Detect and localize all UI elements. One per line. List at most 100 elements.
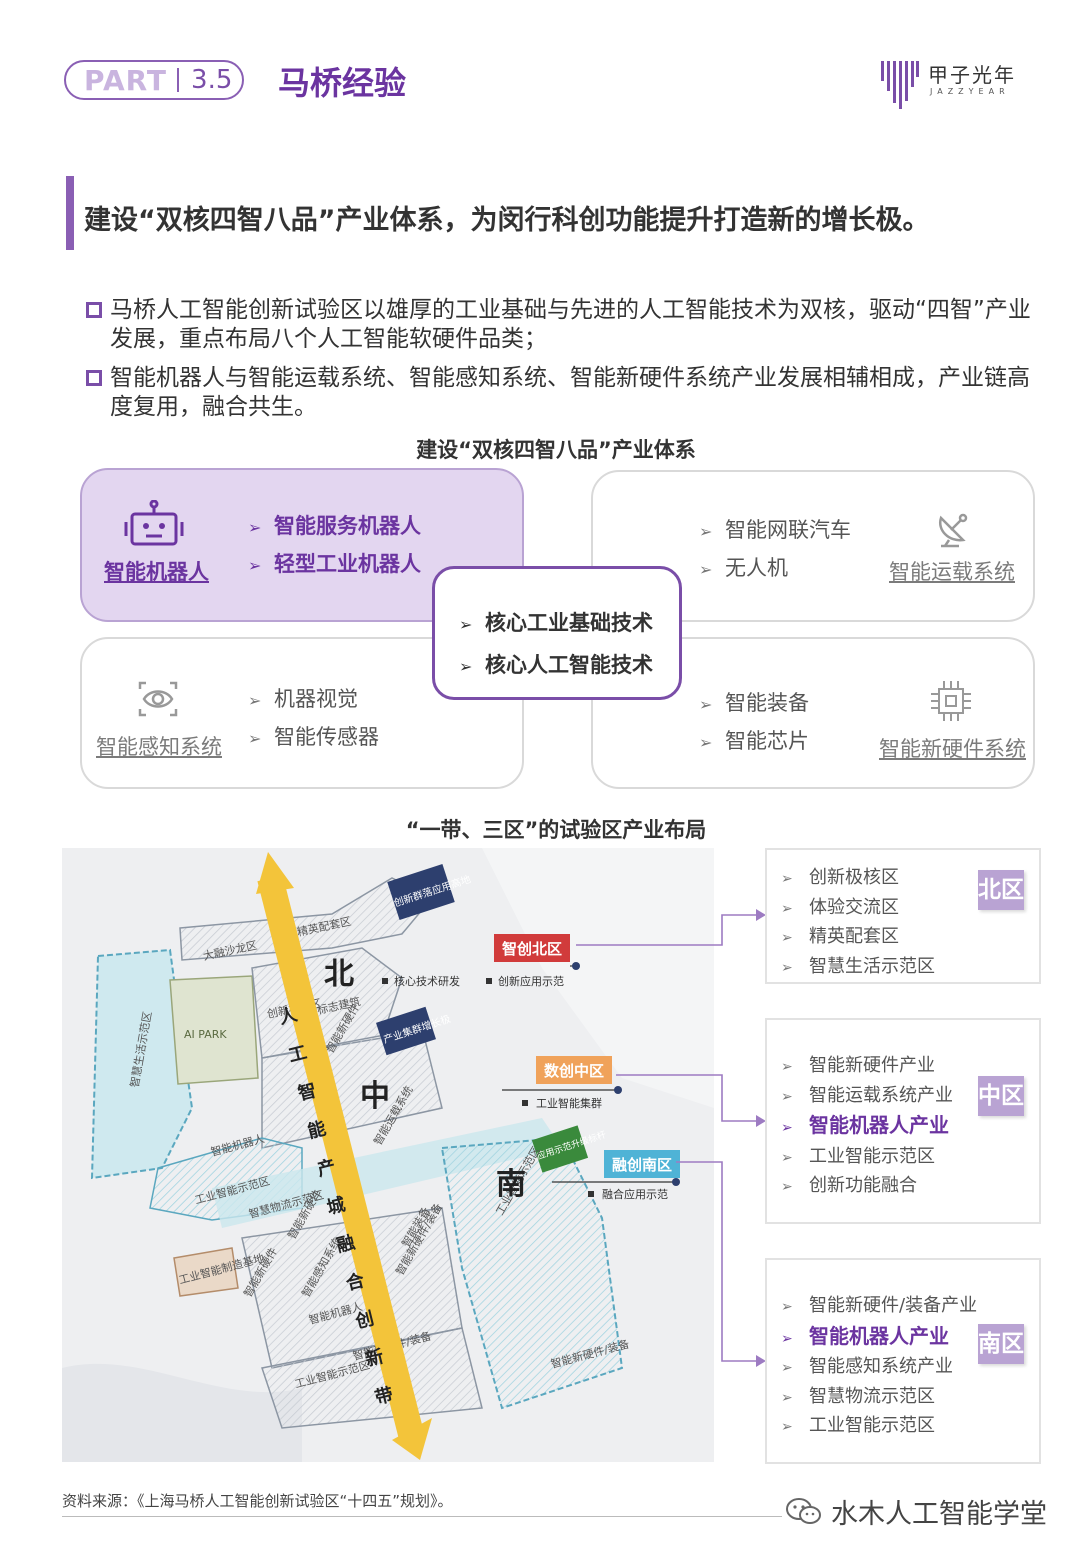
belt-char: 人 — [277, 1004, 301, 1029]
zone-item: ➢创新功能融合 — [781, 1172, 953, 1202]
zone-box-south: ➢智能新硬件/装备产业➢智能机器人产业➢智能感知系统产业➢智慧物流示范区➢工业智… — [765, 1258, 1041, 1464]
chevron-right-icon: ➢ — [699, 733, 713, 752]
map-area-label: AI PARK — [184, 1028, 227, 1041]
chevron-right-icon: ➢ — [781, 871, 793, 887]
square-bullet-icon — [86, 302, 102, 318]
chevron-right-icon: ➢ — [781, 1059, 793, 1075]
belt-char: 创 — [352, 1307, 376, 1333]
footer-divider — [62, 1516, 782, 1517]
card-label: 智能运载系统 — [889, 560, 1015, 584]
logo-bars-icon — [881, 61, 919, 109]
wechat-account-name: 水木人工智能学堂 — [831, 1499, 1047, 1530]
chevron-right-icon: ➢ — [459, 657, 473, 676]
belt-char: 城 — [325, 1193, 348, 1219]
map-char-north: 北 — [324, 957, 354, 992]
brand-logo: 甲子光年 JAZZYEAR — [880, 55, 1020, 111]
bullet-item: 马桥人工智能创新试验区以雄厚的工业基础与先进的人工智能技术为双核，驱动“四智”产… — [86, 296, 1046, 354]
card-item: ➢智能装备 — [699, 685, 809, 723]
map-water — [62, 1363, 302, 1462]
chevron-right-icon: ➢ — [781, 959, 793, 976]
card-item-list: ➢智能服务机器人 ➢轻型工业机器人 — [248, 508, 421, 584]
zone-box-middle: ➢智能新硬件产业➢智能运载系统产业➢智能机器人产业➢工业智能示范区➢创新功能融合… — [765, 1018, 1041, 1224]
zone-item-list: ➢智能新硬件产业➢智能运载系统产业➢智能机器人产业➢工业智能示范区➢创新功能融合 — [781, 1052, 953, 1202]
zone-tag: 南区 — [978, 1324, 1024, 1364]
page-title: 马桥经验 — [278, 64, 407, 102]
chevron-right-icon: ➢ — [781, 900, 793, 917]
bullet-text: 马桥人工智能创新试验区以雄厚的工业基础与先进的人工智能技术为双核，驱动“四智”产… — [110, 297, 1031, 352]
zone-item: ➢智能机器人产业 — [781, 1111, 953, 1143]
belt-char: 智 — [296, 1079, 319, 1105]
card-intelligent-robot: 智能机器人 ➢智能服务机器人 ➢轻型工业机器人 — [80, 468, 524, 622]
card-item: ➢智能服务机器人 — [248, 508, 421, 546]
map-area-ai-park — [169, 975, 259, 1085]
map-char-south: 南 — [496, 1167, 526, 1202]
system-section-title: 建设“双核四智八品”产业体系 — [416, 438, 696, 462]
svg-text:数创中区: 数创中区 — [544, 1062, 604, 1080]
svg-text:融创南区: 融创南区 — [612, 1156, 672, 1174]
card-label: 智能感知系统 — [96, 735, 222, 759]
chevron-right-icon: ➢ — [699, 522, 713, 541]
chevron-right-icon: ➢ — [781, 1149, 793, 1166]
zone-box-north: ➢创新极核区➢体验交流区➢精英配套区➢智慧生活示范区 北区 — [765, 848, 1041, 984]
card-item: ➢机器视觉 — [248, 681, 379, 719]
map-tag-cluster — [376, 1006, 436, 1056]
belt-char: 带 — [373, 1384, 396, 1409]
zone-item: ➢创新极核区 — [781, 864, 935, 894]
map-tag-upgrade — [531, 1125, 589, 1173]
zone-item-list: ➢智能新硬件/装备产业➢智能机器人产业➢智能感知系统产业➢智慧物流示范区➢工业智… — [781, 1292, 977, 1442]
card-item: ➢智能网联汽车 — [699, 512, 851, 550]
chevron-right-icon: ➢ — [248, 556, 262, 575]
map-note: 融合应用示范 — [602, 1187, 668, 1201]
core-item: ➢核心工业基础技术 — [459, 603, 679, 645]
card-label: 智能新硬件系统 — [879, 737, 1026, 761]
belt-char: 产 — [315, 1155, 338, 1181]
zone-label-south: 融创南区 — [552, 1150, 680, 1186]
zone-item: ➢精英配套区 — [781, 923, 935, 953]
robot-icon — [124, 500, 184, 546]
bullet-item: 智能机器人与智能运载系统、智能感知系统、智能新硬件系统产业发展相辅相成，产业链高… — [86, 364, 1046, 422]
zone-item-list: ➢创新极核区➢体验交流区➢精英配套区➢智慧生活示范区 — [781, 864, 935, 982]
zone-item: ➢智能机器人产业 — [781, 1322, 977, 1354]
source-note: 资料来源：《上海马桥人工智能创新试验区“十四五”规划》。 — [62, 1492, 453, 1510]
chevron-right-icon: ➢ — [781, 1389, 793, 1406]
zone-item: ➢智能感知系统产业 — [781, 1353, 977, 1383]
part-divider — [177, 68, 180, 92]
map-tag-innovation — [387, 864, 455, 920]
chip-icon — [931, 681, 971, 721]
zone-item: ➢工业智能示范区 — [781, 1143, 953, 1173]
map-area-manufacturing — [173, 1247, 239, 1297]
chevron-right-icon: ➢ — [248, 729, 262, 748]
card-item: ➢智能传感器 — [248, 719, 379, 757]
card-item-list: ➢智能装备 ➢智能芯片 — [699, 685, 809, 761]
map-note: 工业智能集群 — [536, 1096, 602, 1110]
card-item-list: ➢智能网联汽车 ➢无人机 — [699, 512, 851, 588]
chevron-right-icon: ➢ — [248, 691, 262, 710]
chevron-right-icon: ➢ — [781, 1179, 793, 1195]
core-item: ➢核心人工智能技术 — [459, 645, 679, 687]
layout-section-title: “一带、三区”的试验区产业布局 — [405, 818, 707, 842]
zone-label-north: 智创北区 — [494, 934, 580, 970]
chevron-right-icon: ➢ — [781, 1419, 793, 1435]
bullet-text: 智能机器人与智能运载系统、智能感知系统、智能新硬件系统产业发展相辅相成，产业链高… — [110, 365, 1030, 420]
chevron-right-icon: ➢ — [699, 695, 713, 714]
satellite-dish-icon — [938, 513, 968, 548]
square-bullet-icon — [86, 370, 102, 386]
zone-item: ➢智慧生活示范区 — [781, 953, 935, 983]
card-item: ➢轻型工业机器人 — [248, 546, 421, 584]
zone-tag: 北区 — [978, 870, 1024, 910]
svg-text:智创北区: 智创北区 — [502, 940, 562, 958]
zone-item: ➢智能新硬件产业 — [781, 1052, 953, 1082]
map-note: 创新应用示范 — [498, 974, 564, 988]
map-area-living — [90, 948, 194, 1180]
belt-char: 融 — [334, 1232, 357, 1257]
part-word: PART — [84, 63, 168, 97]
chevron-right-icon: ➢ — [459, 615, 473, 634]
eye-scan-icon — [138, 681, 178, 717]
card-item-list: ➢机器视觉 ➢智能传感器 — [248, 681, 379, 757]
belt-char: 合 — [344, 1269, 368, 1295]
belt-char: 新 — [363, 1345, 386, 1371]
part-badge: PART 3.5 — [64, 60, 244, 100]
chevron-right-icon: ➢ — [248, 518, 262, 537]
chevron-right-icon: ➢ — [781, 1330, 793, 1347]
